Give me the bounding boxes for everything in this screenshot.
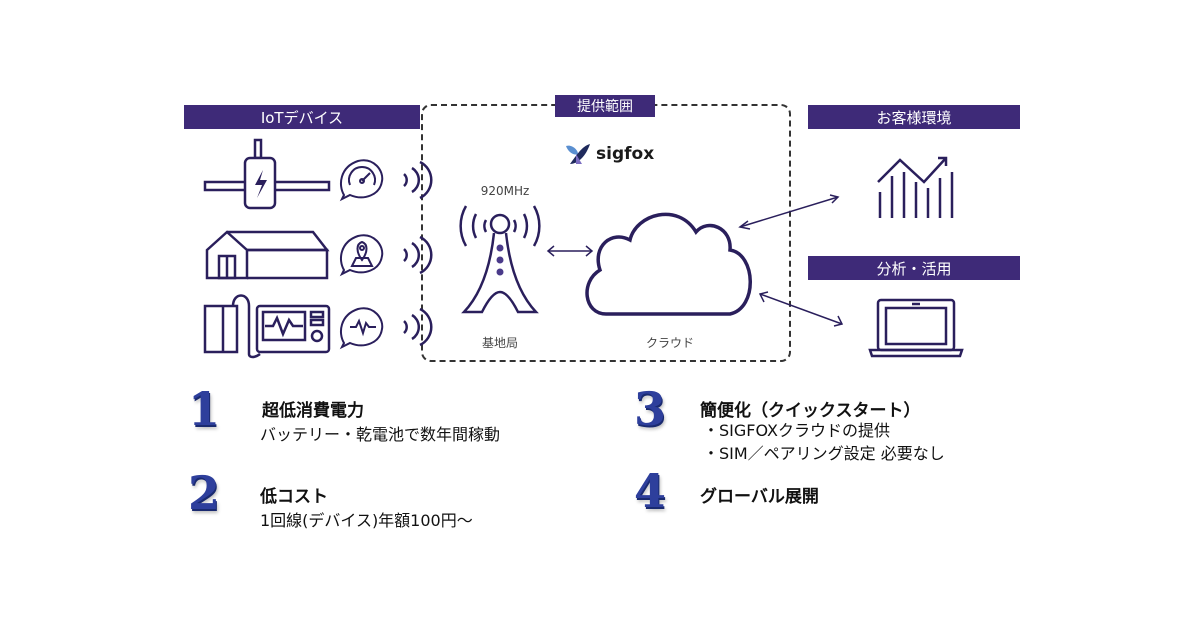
cloud-label: クラウド <box>645 336 694 350</box>
laptop-icon <box>868 298 964 358</box>
sigfox-logo-icon <box>566 144 590 164</box>
base-station-tower-icon <box>459 205 541 314</box>
feature-3-title: 簡便化（クイックスタート） <box>700 401 921 421</box>
cloud-icon <box>585 212 752 316</box>
feature-2-title: 低コスト <box>260 487 328 507</box>
pulse-sensor-icon <box>339 307 384 350</box>
radio-wave-icon <box>403 160 433 200</box>
cloud-to-customer-arrow-icon <box>738 194 840 230</box>
feature-1-title: 超低消費電力 <box>262 401 364 421</box>
frequency-label: 920MHz <box>480 184 530 198</box>
customer-env-banner: お客様環境 <box>808 105 1020 129</box>
feature-3-line-1: ・SIGFOXクラウドの提供 <box>703 421 891 440</box>
medical-monitor-device-icon <box>203 294 331 359</box>
base-station-label: 基地局 <box>481 336 518 350</box>
cloud-to-analysis-arrow-icon <box>758 291 844 327</box>
scope-banner: 提供範囲 <box>555 95 655 117</box>
feature-3-number: 3 <box>634 382 667 436</box>
analysis-banner: 分析・活用 <box>808 256 1020 280</box>
feature-4-title: グローバル展開 <box>700 487 819 507</box>
feature-1-line: バッテリー・乾電池で数年間稼動 <box>260 425 501 444</box>
power-meter-device-icon <box>203 138 331 210</box>
feature-2-line: 1回線(デバイス)年額100円〜 <box>260 511 473 530</box>
growth-chart-icon <box>877 156 954 218</box>
warehouse-device-icon <box>205 230 330 280</box>
feature-3-line-2: ・SIM／ペアリング設定 必要なし <box>703 444 945 463</box>
feature-1-number: 1 <box>188 382 221 436</box>
bidirectional-arrow-icon <box>546 245 594 257</box>
sigfox-brand: sigfox <box>596 144 655 164</box>
feature-4-number: 4 <box>634 464 667 518</box>
radio-wave-icon <box>403 235 433 275</box>
gauge-sensor-icon <box>339 159 384 202</box>
feature-2-number: 2 <box>188 466 221 520</box>
radio-wave-icon <box>403 307 433 347</box>
iot-devices-banner: IoTデバイス <box>184 105 420 129</box>
location-sensor-icon <box>339 234 384 277</box>
